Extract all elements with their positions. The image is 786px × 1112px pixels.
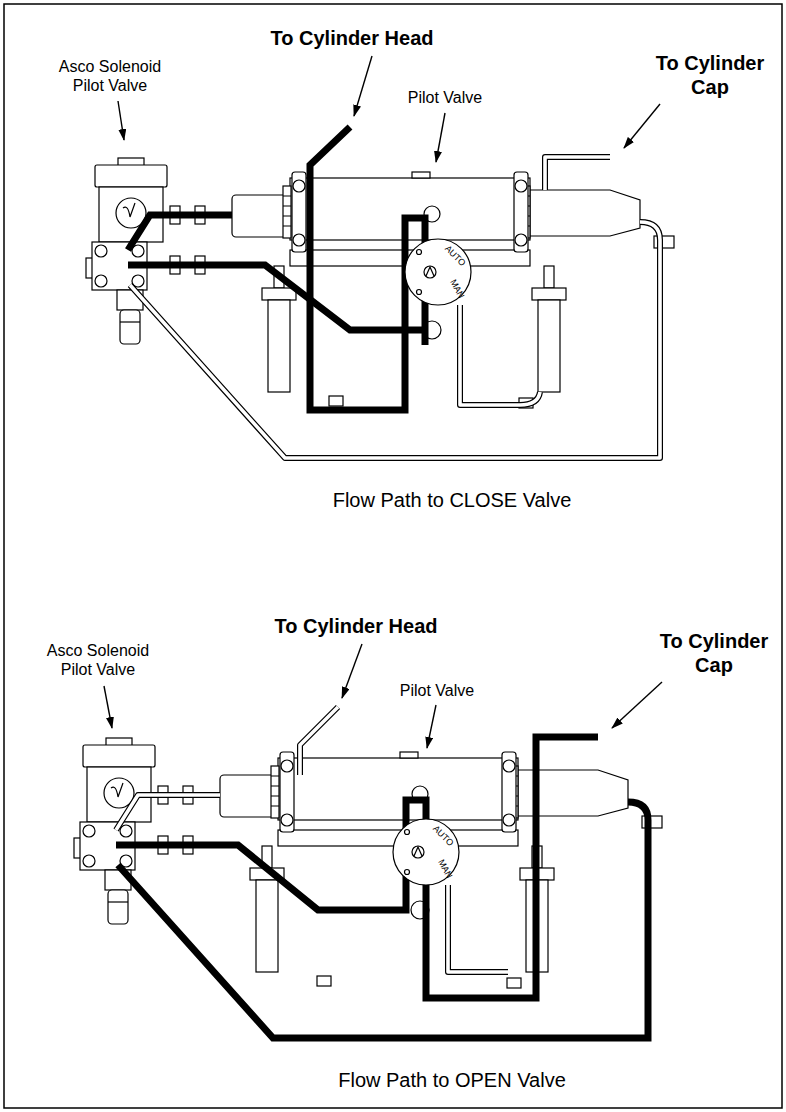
panel-caption: Flow Path to OPEN Valve [338, 1068, 566, 1092]
mode-label: MAN [436, 858, 455, 881]
part-label: Pilot Valve [408, 88, 482, 107]
part-label: Asco Solenoid Pilot Valve [50, 57, 170, 95]
pipe-label: To Cylinder Cap [651, 629, 777, 677]
part-label: Pilot Valve [400, 681, 474, 700]
open-panel [74, 707, 662, 1038]
leader-arrows [104, 56, 662, 748]
mode-label: MAN [448, 278, 467, 301]
valve-assembly [86, 158, 674, 408]
panel-caption: Flow Path to CLOSE Valve [333, 488, 572, 512]
pipe-label: To Cylinder Head [275, 614, 438, 638]
valve-assembly [74, 738, 662, 988]
close-panel [86, 127, 674, 458]
pipe-label: To Cylinder Cap [647, 51, 773, 99]
mode-dial [393, 819, 459, 885]
pipe-label: To Cylinder Head [271, 26, 434, 50]
flow-path [128, 215, 232, 250]
frame-border [4, 4, 782, 1108]
flow-path [118, 802, 648, 1038]
part-label: Asco Solenoid Pilot Valve [38, 641, 158, 679]
mode-label: AUTO [430, 823, 455, 848]
flow-path [128, 265, 425, 330]
flow-path [116, 737, 598, 998]
mode-label: AUTO [442, 243, 467, 268]
mode-dial [405, 239, 471, 305]
